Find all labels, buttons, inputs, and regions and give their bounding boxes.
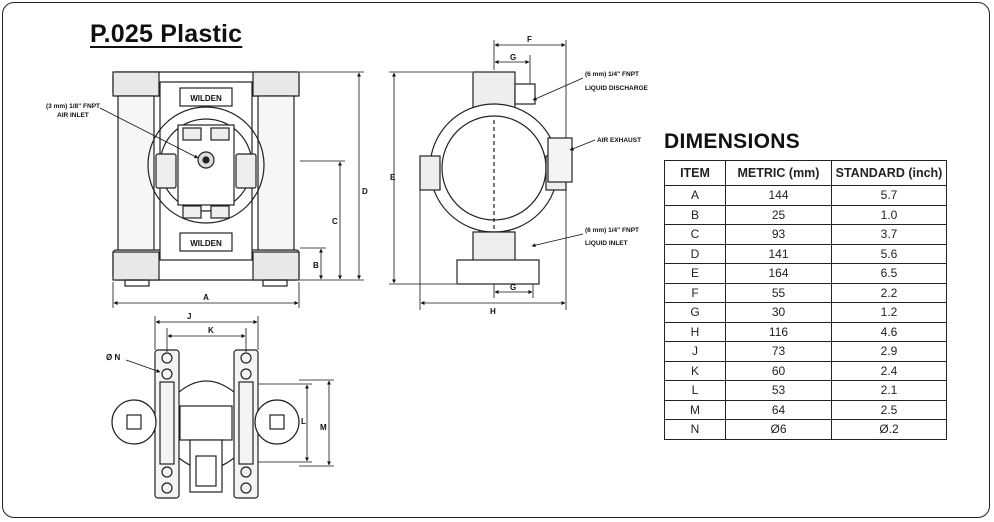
cell-standard: Ø.2 — [831, 419, 947, 440]
cell-metric: 93 — [725, 224, 832, 245]
cell-metric: Ø6 — [725, 419, 832, 440]
dim-letter-j: J — [187, 312, 191, 321]
logo-text-top: WILDEN — [190, 94, 222, 103]
cell-metric: 116 — [725, 321, 832, 342]
dim-letter-k: K — [208, 326, 214, 335]
callout-discharge-size: (6 mm) 1/4" FNPT — [585, 71, 639, 78]
callout-air-inlet-size: (3 mm) 1/8" FNPT — [46, 103, 100, 110]
cell-metric: 144 — [725, 185, 832, 206]
dim-letter-g-bottom: G — [510, 283, 516, 292]
cell-standard: 3.7 — [831, 224, 947, 245]
callout-discharge-label: LIQUID DISCHARGE — [585, 85, 649, 92]
cell-standard: 2.5 — [831, 399, 947, 420]
callout-liquid-inlet-size: (6 mm) 1/4" FNPT — [585, 227, 639, 234]
cell-item: A — [664, 185, 726, 206]
leader-discharge — [532, 77, 584, 101]
cell-metric: 30 — [725, 302, 832, 323]
dim-letter-a: A — [203, 293, 209, 302]
cell-item: M — [664, 399, 726, 420]
header-item: ITEM — [664, 160, 726, 186]
cell-item: F — [664, 282, 726, 303]
cell-metric: 53 — [725, 380, 832, 401]
dim-letter-c: C — [332, 217, 338, 226]
table-header-row: ITEM METRIC (mm) STANDARD (inch) — [664, 160, 947, 186]
cell-standard: 6.5 — [831, 263, 947, 284]
cell-standard: 2.2 — [831, 282, 947, 303]
header-standard: STANDARD (inch) — [831, 160, 947, 186]
dim-letter-d: D — [362, 187, 368, 196]
cell-standard: 2.1 — [831, 380, 947, 401]
cell-item: N — [664, 419, 726, 440]
cell-metric: 64 — [725, 399, 832, 420]
side-view — [419, 71, 573, 285]
cell-standard: 1.2 — [831, 302, 947, 323]
dim-letter-b: B — [313, 261, 319, 270]
header-metric: METRIC (mm) — [725, 160, 832, 186]
cell-standard: 2.9 — [831, 341, 947, 362]
leader-liquid-inlet — [531, 233, 584, 248]
leader-n — [125, 359, 161, 373]
page-title: P.025 Plastic — [90, 20, 243, 48]
dim-letter-h: H — [490, 307, 496, 316]
leader-air-exhaust — [569, 139, 596, 151]
cell-metric: 25 — [725, 204, 832, 225]
dim-letter-e: E — [390, 173, 396, 182]
dim-letter-m: M — [320, 423, 327, 432]
dim-letter-f: F — [527, 35, 532, 44]
callout-air-inlet-label: AIR INLET — [57, 112, 89, 119]
cell-metric: 73 — [725, 341, 832, 362]
cell-metric: 60 — [725, 360, 832, 381]
cell-metric: 55 — [725, 282, 832, 303]
cell-metric: 164 — [725, 263, 832, 284]
cell-standard: 2.4 — [831, 360, 947, 381]
dim-letter-g-top: G — [510, 53, 516, 62]
cell-standard: 4.6 — [831, 321, 947, 342]
cell-standard: 1.0 — [831, 204, 947, 225]
logo-text-bottom: WILDEN — [190, 239, 222, 248]
front-view — [112, 71, 300, 287]
cell-item: G — [664, 302, 726, 323]
cell-standard: 5.6 — [831, 243, 947, 264]
cell-metric: 141 — [725, 243, 832, 264]
cell-item: C — [664, 224, 726, 245]
dim-letter-l: L — [301, 417, 306, 426]
cell-item: H — [664, 321, 726, 342]
cell-item: E — [664, 263, 726, 284]
callout-liquid-inlet-label: LIQUID INLET — [585, 240, 628, 247]
cell-item: L — [664, 380, 726, 401]
cell-item: J — [664, 341, 726, 362]
callout-air-exhaust: AIR EXHAUST — [597, 137, 641, 144]
leader-air-inlet — [99, 107, 199, 159]
dimensions-heading: DIMENSIONS — [664, 130, 801, 153]
cell-item: K — [664, 360, 726, 381]
cell-item: D — [664, 243, 726, 264]
bottom-view — [111, 349, 300, 499]
cell-standard: 5.7 — [831, 185, 947, 206]
cell-item: B — [664, 204, 726, 225]
dim-letter-n: Ø N — [106, 353, 120, 362]
